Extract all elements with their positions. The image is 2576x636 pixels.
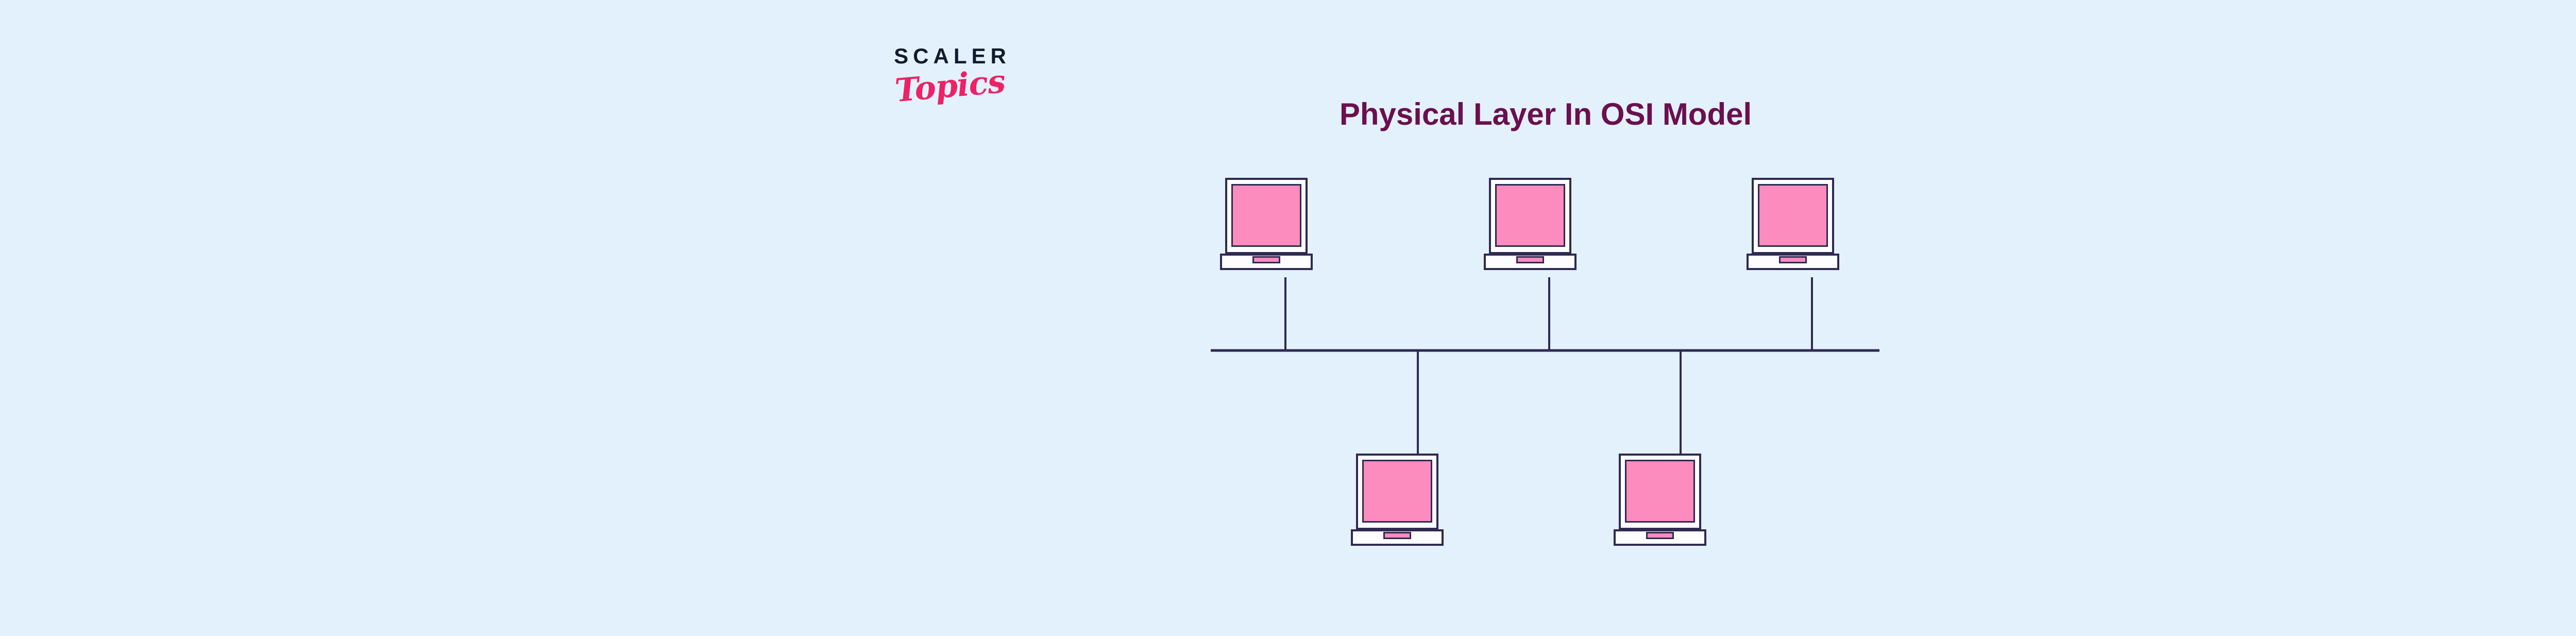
laptop-base	[1484, 254, 1577, 270]
node-laptop-4[interactable]	[1351, 454, 1444, 546]
laptop-trackpad	[1779, 256, 1807, 263]
scaler-topics-logo: SCALER Topics	[873, 45, 1027, 138]
laptop-trackpad	[1646, 532, 1674, 539]
laptop-base	[1614, 529, 1706, 546]
laptop-screen	[1231, 184, 1301, 247]
laptop-screen	[1625, 460, 1695, 523]
laptop-base	[1747, 254, 1839, 270]
laptop-lid	[1356, 454, 1438, 530]
laptop-lid	[1619, 454, 1701, 530]
laptop-trackpad	[1516, 256, 1544, 263]
node-laptop-5[interactable]	[1614, 454, 1706, 546]
laptop-screen	[1362, 460, 1432, 523]
node-laptop-2[interactable]	[1484, 178, 1577, 270]
laptop-lid	[1752, 178, 1834, 254]
brand-wordmark: SCALER	[894, 44, 1011, 68]
laptop-lid	[1225, 178, 1308, 254]
page-title: Physical Layer In OSI Model	[1339, 97, 1752, 131]
laptop-lid	[1489, 178, 1571, 254]
laptop-trackpad	[1383, 532, 1411, 539]
laptop-screen	[1495, 184, 1565, 247]
laptop-screen	[1758, 184, 1828, 247]
node-laptop-1[interactable]	[1220, 178, 1313, 270]
laptop-base	[1220, 254, 1313, 270]
laptop-base	[1351, 529, 1444, 546]
node-laptop-3[interactable]	[1747, 178, 1839, 270]
laptop-trackpad	[1252, 256, 1280, 263]
